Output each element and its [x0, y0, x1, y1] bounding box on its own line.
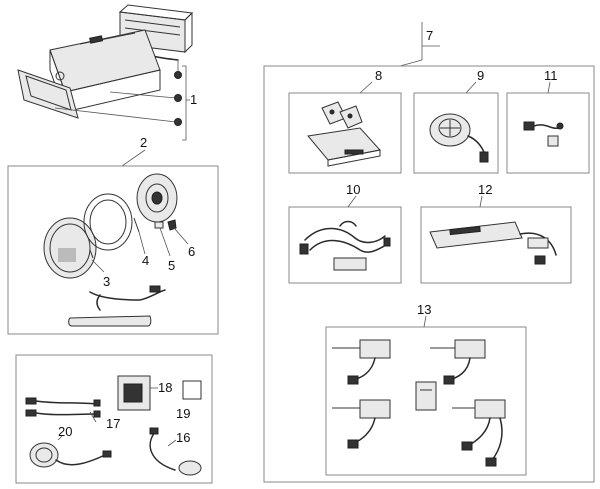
callout-16: 16 [176, 430, 190, 445]
callout-13: 13 [417, 302, 431, 317]
callout-5: 5 [168, 258, 175, 273]
part-13-box [325, 326, 527, 476]
door-lock-actuators [332, 339, 506, 467]
shock-sensor [523, 121, 564, 147]
part-8-box [288, 92, 402, 174]
callout-10: 10 [346, 182, 360, 197]
speaker-parts [43, 173, 189, 327]
part-12-box [420, 206, 572, 284]
callout-18: 18 [158, 380, 172, 395]
accessories-box [15, 354, 213, 484]
wiring-harness [299, 220, 391, 271]
callout-1: 1 [190, 92, 197, 107]
callout-6: 6 [188, 244, 195, 259]
callout-17: 17 [106, 416, 120, 431]
siren [429, 113, 489, 163]
callout-12: 12 [478, 182, 492, 197]
radio-head-unit [17, 4, 194, 141]
alarm-kit-box [263, 65, 595, 483]
callout-20: 20 [58, 424, 72, 439]
callout-8: 8 [375, 68, 382, 83]
accessory-parts [25, 375, 202, 476]
part-11-box [506, 92, 590, 174]
callout-2: 2 [140, 135, 147, 150]
speaker-kit-box [7, 165, 219, 335]
remote-and-control-unit [307, 101, 381, 167]
callout-11: 11 [544, 68, 558, 83]
callout-19: 19 [176, 406, 190, 421]
callout-7: 7 [426, 28, 433, 43]
callout-9: 9 [477, 68, 484, 83]
part-10-box [288, 206, 402, 284]
callout-3: 3 [103, 274, 110, 289]
part-9-box [413, 92, 499, 174]
callout-4: 4 [142, 253, 149, 268]
immobilizer-module [429, 221, 557, 265]
